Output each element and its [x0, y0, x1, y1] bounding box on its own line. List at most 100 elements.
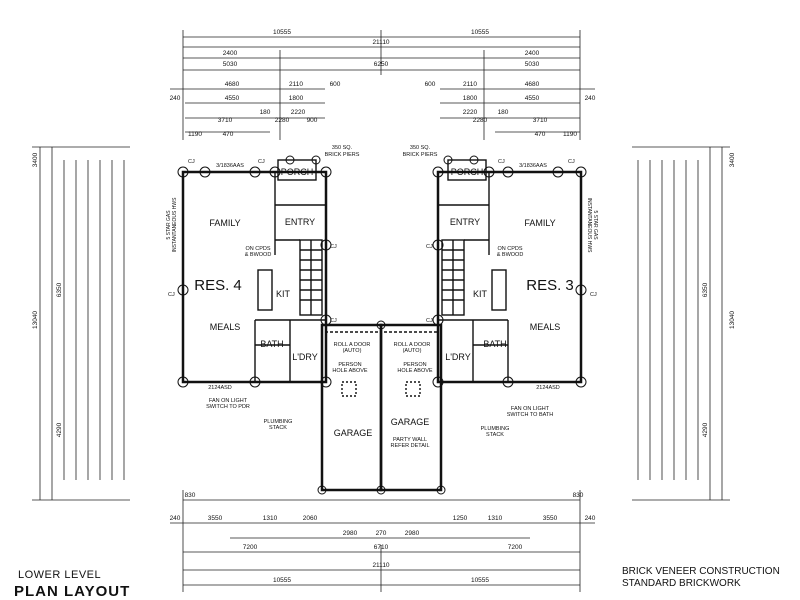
room-meals-left: MEALS	[210, 322, 241, 332]
note-piers-right: BRICK PIERS	[403, 152, 438, 158]
room-bath-right: BATH	[483, 339, 506, 349]
note-plumbing-right: PLUMBING	[481, 426, 510, 432]
note-stack-right: STACK	[486, 432, 504, 438]
cj-3: CJ	[330, 244, 337, 250]
dim-830-left: 830	[185, 492, 196, 499]
note-instant-right: INSTANTANEOUS HWS	[586, 198, 592, 253]
dim-830-right: 830	[573, 492, 584, 499]
dim-1190-left: 1190	[188, 131, 202, 138]
dim-1310-right: 1310	[488, 515, 503, 522]
dim-5030-left: 5030	[223, 61, 238, 68]
dim-2980-right: 2980	[405, 530, 420, 537]
note-piers-qty-right: 350 SQ.	[410, 145, 431, 151]
cj-1: CJ	[188, 159, 195, 165]
room-ldry-left: L'DRY	[292, 352, 318, 362]
dim-2220-right: 2220	[463, 109, 478, 116]
res3-outline	[436, 170, 583, 384]
note-roll-door-right: ROLL A DOOR	[394, 342, 431, 348]
dim-7200-left: 7200	[243, 544, 258, 551]
dim-2280-right: 2280	[473, 117, 488, 124]
dim-total-width-top: 21110	[372, 39, 389, 46]
dim-4550-left: 4550	[225, 95, 240, 102]
note-hole-left: HOLE ABOVE	[332, 368, 367, 374]
note-refer-detail: REFER DETAIL	[390, 443, 429, 449]
dim-270: 270	[376, 530, 387, 537]
note-stack-left: STACK	[269, 425, 287, 431]
note-roll-door-sub-right: (AUTO)	[403, 348, 422, 354]
note-star-gas-left: 5 STAR GAS	[166, 210, 172, 240]
room-kit-right: KIT	[473, 289, 488, 299]
note-bar-left: 3/1836AAS	[216, 163, 244, 169]
room-kit-left: KIT	[276, 289, 291, 299]
note-bar-right: 3/1836AAS	[519, 163, 547, 169]
note-fan-right: FAN ON LIGHT	[511, 406, 550, 412]
dim-240-left: 240	[170, 95, 181, 102]
note-cpds-left: ON CPDS	[245, 246, 270, 252]
dim-240-bottom-left: 240	[170, 515, 181, 522]
cj-2: CJ	[258, 159, 265, 165]
construction-note: BRICK VENEER CONSTRUCTION	[622, 566, 780, 577]
dim-2400-right: 2400	[525, 50, 540, 57]
cj-7: CJ	[498, 159, 505, 165]
dim-6710: 6710	[374, 544, 389, 551]
note-instant-left: INSTANTANEOUS HWS	[172, 197, 178, 252]
dim-4680-left: 4680	[225, 81, 240, 88]
dim-half-width-right: 10555	[471, 29, 489, 36]
dim-2980-left: 2980	[343, 530, 358, 537]
note-party-wall: PARTY WALL	[393, 437, 427, 443]
plan-title: PLAN LAYOUT	[14, 583, 131, 600]
dim-7200-right: 7200	[508, 544, 523, 551]
note-bwood-left: & BWOOD	[245, 252, 272, 258]
note-switch-pdr: SWITCH TO PDR	[206, 404, 250, 410]
dim-470-left: 470	[223, 131, 234, 138]
note-plumbing-left: PLUMBING	[264, 419, 293, 425]
dim-half-width-left: 10555	[273, 29, 291, 36]
dim-6250: 6250	[374, 61, 389, 68]
cj-4: CJ	[168, 292, 175, 298]
dim-240-bottom-right: 240	[585, 515, 596, 522]
note-piers-left: BRICK PIERS	[325, 152, 360, 158]
dim-240-right: 240	[585, 95, 596, 102]
dim-2110-left: 2110	[289, 81, 303, 88]
dim-3550-left: 3550	[208, 515, 223, 522]
cj-6: CJ	[568, 159, 575, 165]
dim-1800-left: 1800	[289, 95, 304, 102]
note-hole-right: HOLE ABOVE	[397, 368, 432, 374]
cj-8: CJ	[426, 244, 433, 250]
note-switch-bath: SWITCH TO BATH	[507, 412, 553, 418]
note-window-left: 2124ASD	[208, 385, 232, 391]
dim-2220-left: 2220	[291, 109, 306, 116]
dim-4550-right: 4550	[525, 95, 540, 102]
room-family-right: FAMILY	[524, 218, 555, 228]
room-porch-right: PORCH	[451, 167, 484, 177]
dim-3710-left: 3710	[218, 117, 233, 124]
dim-180-left: 180	[260, 109, 271, 116]
cj-5: CJ	[330, 318, 337, 324]
level-label: LOWER LEVEL	[18, 569, 102, 581]
note-person-left: PERSON	[338, 362, 361, 368]
brickwork-note: STANDARD BRICKWORK	[622, 578, 741, 589]
dim-half-width-bottom-left: 10555	[273, 577, 291, 584]
room-ldry-right: L'DRY	[445, 352, 471, 362]
dim-6350-left: 6350	[56, 282, 63, 297]
unit-label-res3: RES. 3	[526, 277, 574, 294]
dim-2400-left: 2400	[223, 50, 238, 57]
dim-4290-left: 4290	[56, 422, 63, 437]
dim-half-width-bottom-right: 10555	[471, 577, 489, 584]
note-cpds-right: ON CPDS	[497, 246, 522, 252]
dim-1310-left: 1310	[263, 515, 278, 522]
dim-4290-right: 4290	[702, 422, 709, 437]
dim-600-right: 600	[425, 81, 436, 88]
dim-4680-right: 4680	[525, 81, 540, 88]
room-family-left: FAMILY	[209, 218, 240, 228]
note-window-right: 2124ASD	[536, 385, 560, 391]
dim-1190-right: 1190	[563, 131, 577, 138]
room-garage-right: GARAGE	[391, 417, 430, 427]
garage-right-outline	[379, 323, 443, 492]
note-star-gas-right: 5 STAR GAS	[592, 210, 598, 240]
dim-600-left: 600	[330, 81, 341, 88]
room-meals-right: MEALS	[530, 322, 561, 332]
cj-10: CJ	[426, 318, 433, 324]
dim-total-width-bottom: 21110	[372, 562, 389, 569]
